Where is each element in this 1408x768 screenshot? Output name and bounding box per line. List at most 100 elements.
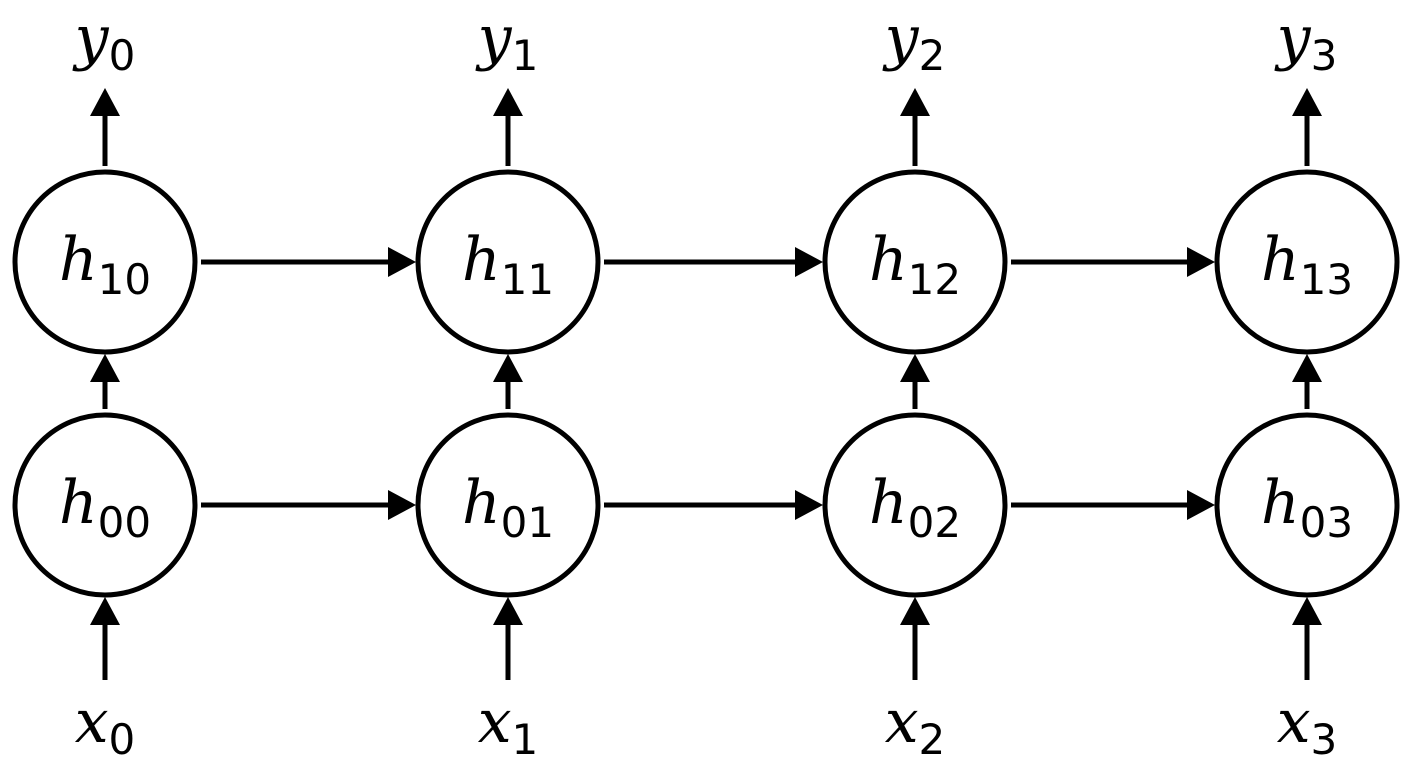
output-arrow-1-head	[493, 88, 523, 116]
hidden-node-10: h10	[12, 169, 198, 355]
output-arrow-1	[493, 88, 523, 166]
recurrent-arrow-l0-t0	[201, 490, 416, 520]
hidden-node-02: h02	[822, 412, 1008, 598]
stack-arrow-0	[90, 354, 120, 409]
hidden-node-label: h02	[869, 468, 961, 547]
output-label-2-base: y	[882, 3, 920, 73]
hidden-node-label: h03	[1261, 468, 1353, 547]
hidden-node-label-base: h	[462, 468, 501, 538]
input-label-1-subscript: 1	[512, 715, 539, 764]
hidden-node-circle	[1214, 412, 1400, 598]
recurrent-arrow-l0-t2-head	[1187, 490, 1215, 520]
hidden-node-label-base: h	[1261, 468, 1300, 538]
input-arrow-0	[90, 597, 120, 680]
stack-arrow-3-head	[1292, 354, 1322, 382]
hidden-node-label-subscript: 13	[1300, 255, 1353, 304]
output-label-3: y3	[1274, 3, 1338, 80]
hidden-node-label-subscript: 00	[98, 498, 151, 547]
output-label-2-subscript: 2	[919, 31, 946, 80]
input-arrow-1	[493, 597, 523, 680]
input-arrow-2	[900, 597, 930, 680]
hidden-node-11: h11	[415, 169, 601, 355]
hidden-node-circle	[415, 412, 601, 598]
output-label-3-subscript: 3	[1311, 31, 1338, 80]
input-label-2-subscript: 2	[919, 715, 946, 764]
output-arrow-3-head	[1292, 88, 1322, 116]
recurrent-arrow-l0-t2	[1011, 490, 1215, 520]
hidden-node-circle	[415, 169, 601, 355]
hidden-node-label: h10	[59, 225, 151, 304]
hidden-node-circle	[1214, 169, 1400, 355]
hidden-node-01: h01	[415, 412, 601, 598]
stack-arrow-1-head	[493, 354, 523, 382]
input-label-3-subscript: 3	[1311, 715, 1338, 764]
input-arrow-1-head	[493, 597, 523, 625]
hidden-node-label-base: h	[59, 468, 98, 538]
input-label-1-base: x	[478, 687, 512, 757]
recurrent-arrow-l1-t1-head	[795, 247, 823, 277]
input-label-0: x0	[75, 687, 136, 764]
output-arrow-2-head	[900, 88, 930, 116]
output-arrow-0-head	[90, 88, 120, 116]
hidden-node-label-base: h	[1261, 225, 1300, 295]
hidden-node-03: h03	[1214, 412, 1400, 598]
edges	[90, 88, 1322, 680]
stack-arrow-0-head	[90, 354, 120, 382]
hidden-node-label-base: h	[59, 225, 98, 295]
hidden-node-label: h12	[869, 225, 961, 304]
input-label-2-base: x	[885, 687, 919, 757]
hidden-node-circle	[12, 412, 198, 598]
input-arrow-3	[1292, 597, 1322, 680]
hidden-node-label: h00	[59, 468, 151, 547]
output-arrow-3	[1292, 88, 1322, 166]
hidden-node-label-subscript: 10	[98, 255, 151, 304]
recurrent-arrow-l0-t1	[604, 490, 823, 520]
recurrent-arrow-l0-t1-head	[795, 490, 823, 520]
hidden-node-label-base: h	[869, 468, 908, 538]
hidden-node-13: h13	[1214, 169, 1400, 355]
hidden-node-label-subscript: 02	[908, 498, 961, 547]
hidden-node-circle	[822, 169, 1008, 355]
input-label-1: x1	[478, 687, 539, 764]
hidden-node-label: h13	[1261, 225, 1353, 304]
hidden-node-12: h12	[822, 169, 1008, 355]
recurrent-arrow-l1-t2-head	[1187, 247, 1215, 277]
hidden-node-label-subscript: 12	[908, 255, 961, 304]
stack-arrow-1	[493, 354, 523, 409]
output-label-2: y2	[882, 3, 946, 80]
recurrent-arrow-l1-t1	[604, 247, 823, 277]
input-arrow-2-head	[900, 597, 930, 625]
stack-arrow-2	[900, 354, 930, 409]
output-label-3-base: y	[1274, 3, 1312, 73]
output-arrow-0	[90, 88, 120, 166]
output-label-0: y0	[72, 3, 136, 80]
stack-arrow-2-head	[900, 354, 930, 382]
hidden-node-00: h00	[12, 412, 198, 598]
output-label-1-base: y	[475, 3, 513, 73]
recurrent-arrow-l1-t0	[201, 247, 416, 277]
hidden-node-label: h01	[462, 468, 554, 547]
input-arrow-3-head	[1292, 597, 1322, 625]
output-label-1-subscript: 1	[512, 31, 539, 80]
hidden-node-label-subscript: 03	[1300, 498, 1353, 547]
hidden-node-circle	[12, 169, 198, 355]
hidden-node-label-base: h	[869, 225, 908, 295]
output-arrow-2	[900, 88, 930, 166]
input-label-0-subscript: 0	[109, 715, 136, 764]
hidden-node-circle	[822, 412, 1008, 598]
input-arrow-0-head	[90, 597, 120, 625]
output-label-0-base: y	[72, 3, 110, 73]
recurrent-arrow-l1-t0-head	[388, 247, 416, 277]
output-label-0-subscript: 0	[109, 31, 136, 80]
input-label-3: x3	[1277, 687, 1338, 764]
hidden-node-label-subscript: 01	[501, 498, 554, 547]
stack-arrow-3	[1292, 354, 1322, 409]
hidden-node-label: h11	[462, 225, 554, 304]
hidden-node-label-subscript: 11	[501, 255, 554, 304]
recurrent-arrow-l0-t0-head	[388, 490, 416, 520]
input-label-2: x2	[885, 687, 946, 764]
input-label-0-base: x	[75, 687, 109, 757]
